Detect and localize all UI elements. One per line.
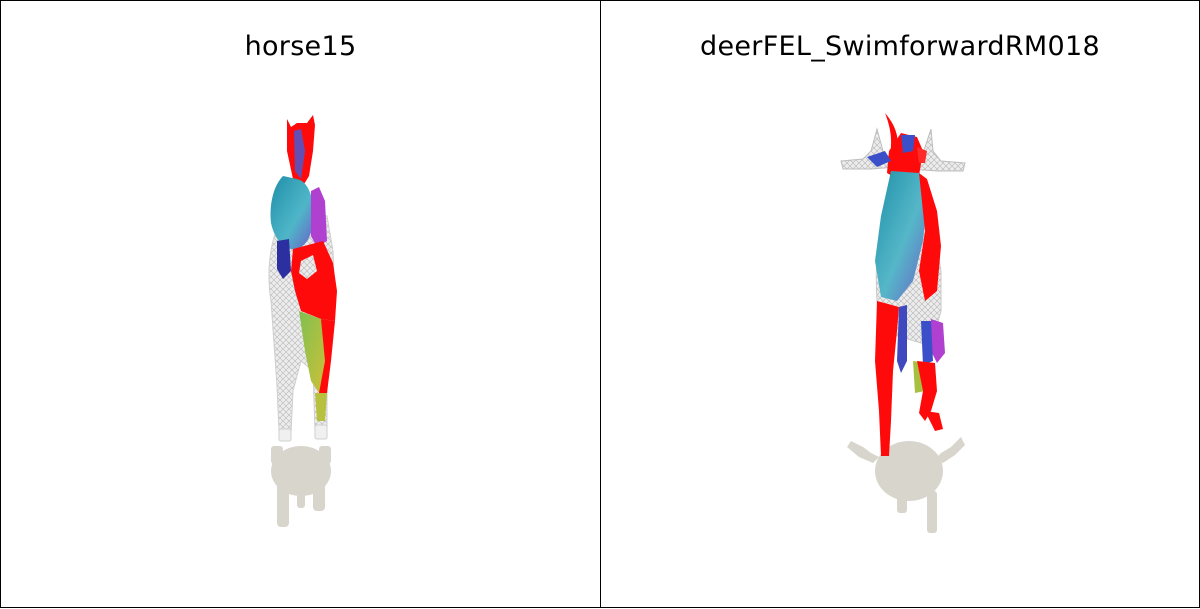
deer-colored-segments [867, 113, 945, 456]
panel-horse: horse15 [0, 0, 601, 608]
deer-render [840, 113, 966, 533]
horse-colored-segments [270, 115, 337, 442]
deer-shadow [847, 437, 965, 533]
panel-title-deer: deerFEL_SwimforwardRM018 [700, 31, 1100, 62]
panel-title-horse: horse15 [244, 31, 357, 62]
horse-render [268, 115, 337, 527]
horse-shadow [271, 446, 331, 527]
panel-deer: deerFEL_SwimforwardRM018 [600, 0, 1200, 608]
